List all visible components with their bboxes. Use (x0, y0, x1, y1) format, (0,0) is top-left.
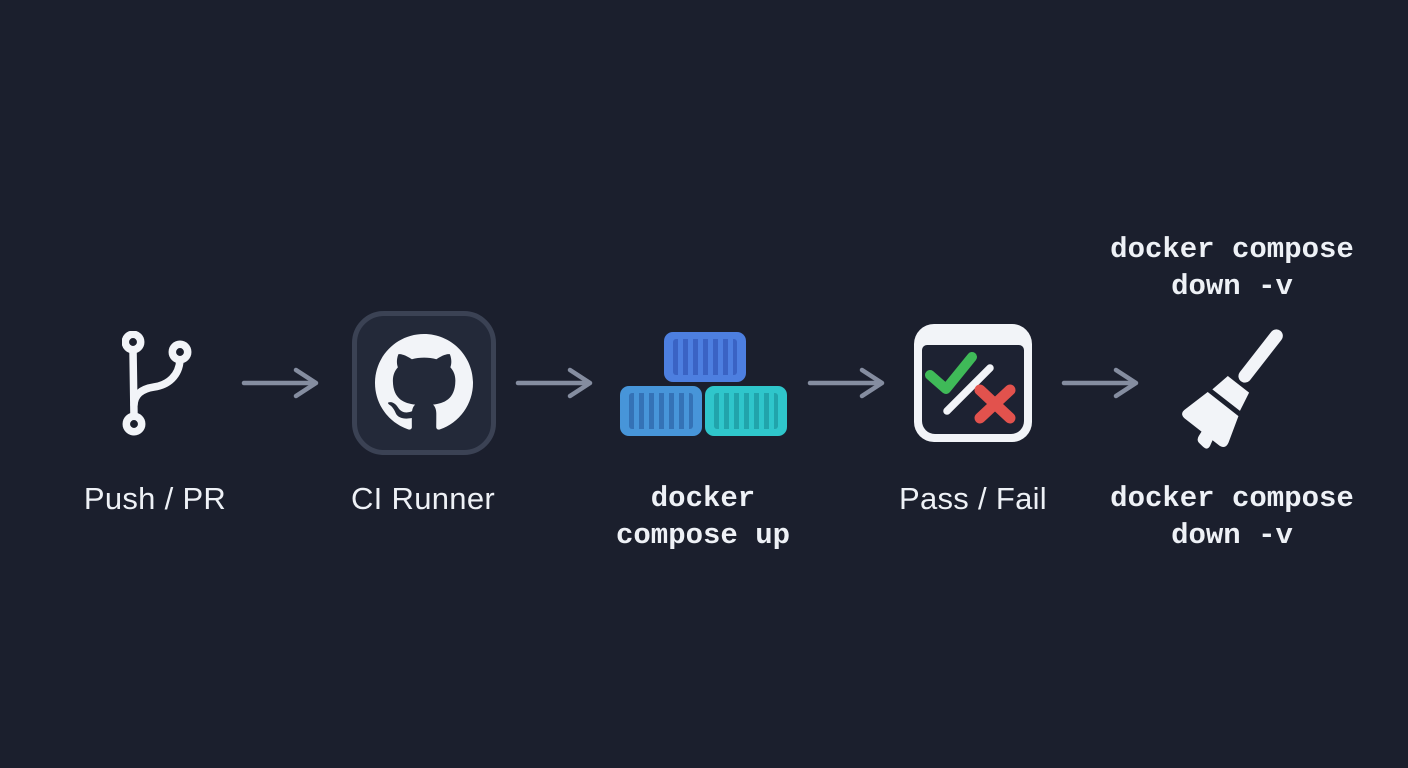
stage-label-compose-up: docker compose up (563, 480, 843, 554)
pass-fail-marks (925, 352, 1016, 424)
slash-icon (943, 364, 994, 415)
cross-icon (974, 384, 1016, 424)
stage-label-compose-down-line2: down -v (1171, 519, 1293, 552)
stage-label-compose-up-line2: compose up (615, 519, 791, 552)
cleanup-annotation: docker compose down -v (1092, 231, 1372, 305)
stage-label-compose-up-line1: docker (650, 482, 756, 515)
pass-fail-window-icon (914, 324, 1032, 442)
check-icon (925, 352, 977, 394)
stage-label-compose-down-line1: docker compose (1110, 482, 1354, 515)
pass-fail-window-body (922, 345, 1024, 434)
container-icon-blue (664, 332, 746, 382)
stage-label-pass-fail: Pass / Fail (898, 481, 1047, 516)
flow-arrow (807, 367, 885, 399)
stage-label-push-pr: Push / PR (83, 481, 227, 516)
cleanup-annotation-line2: down -v (1171, 270, 1293, 303)
flow-arrow (1061, 367, 1139, 399)
container-icon-teal (705, 386, 787, 436)
git-branch-icon (122, 331, 192, 436)
flow-arrow (241, 367, 319, 399)
stage-label-compose-down: docker compose down -v (1092, 480, 1372, 554)
broom-icon (1182, 329, 1283, 449)
container-icon-steel-blue (620, 386, 702, 436)
cleanup-annotation-line1: docker compose (1110, 233, 1354, 266)
stage-label-ci-runner: CI Runner (351, 481, 495, 516)
github-icon (375, 334, 473, 430)
flow-arrow (515, 367, 593, 399)
github-box (352, 311, 496, 455)
